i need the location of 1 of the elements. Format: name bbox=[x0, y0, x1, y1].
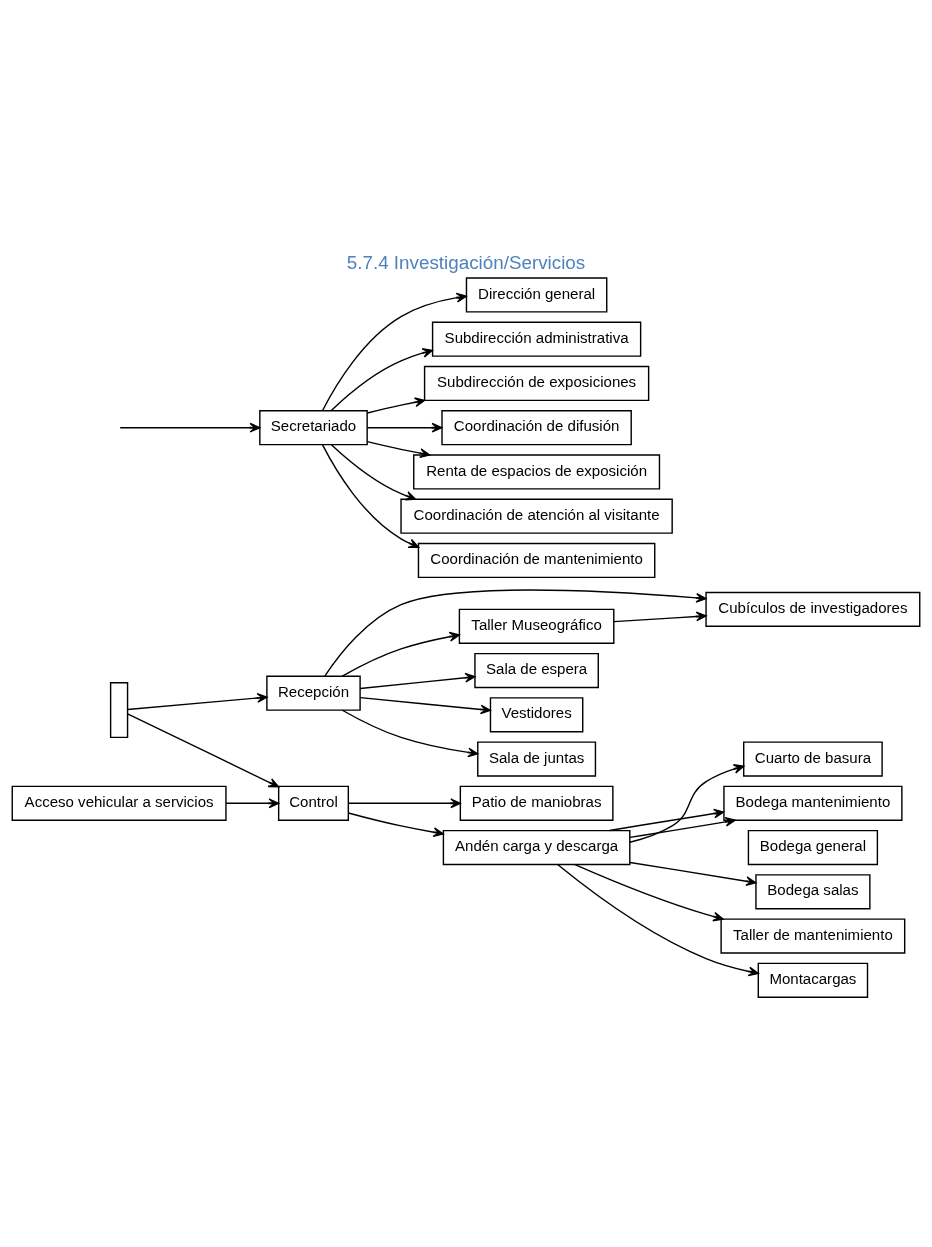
diagram-title: 5.7.4 Investigación/Servicios bbox=[346, 251, 586, 273]
